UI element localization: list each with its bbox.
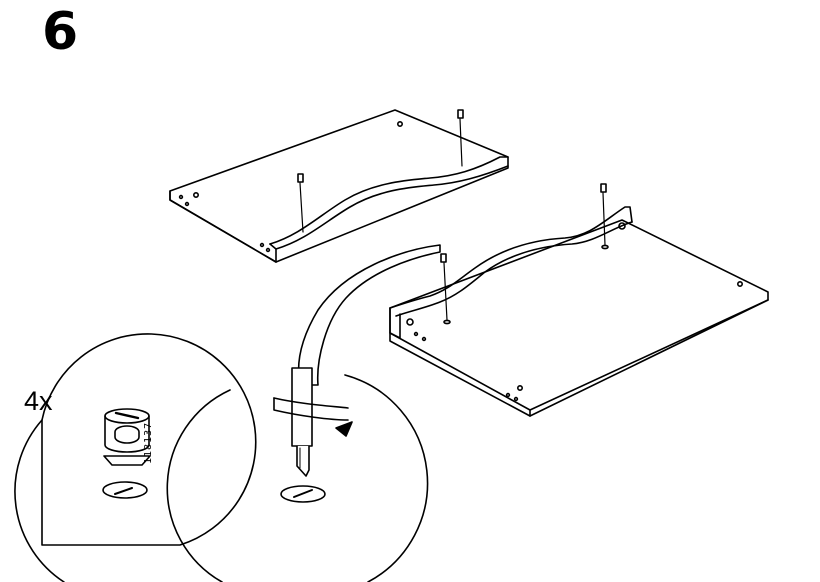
panel-right [390, 184, 768, 416]
clockwise-turn-arrow-icon [274, 398, 352, 436]
flathead-screwdriver-icon [292, 368, 312, 476]
quantity-label: 4x [24, 388, 53, 415]
part-number: 118137 [143, 422, 154, 464]
panel-upper-left [170, 110, 508, 262]
